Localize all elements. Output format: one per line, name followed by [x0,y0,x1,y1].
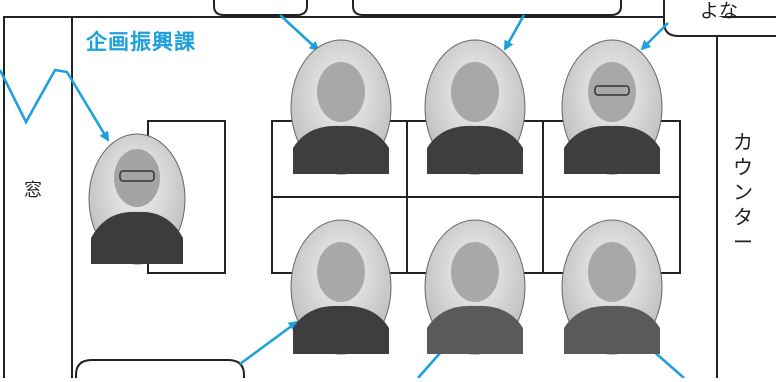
staff-photo-manager [88,133,186,265]
staff-photo-bottom-2 [424,219,526,355]
staff-photo-top-1 [290,39,392,175]
arrow-bottom-1 [239,320,299,366]
speech-bubble-top-1 [213,0,308,16]
speech-bubbles-top [213,0,776,37]
arrow-top-3 [640,22,669,51]
speech-bubble-text: よな [700,0,739,22]
counter-label: カウンター [733,130,753,254]
arrow-top-2 [503,14,526,51]
speech-bubble-top-right [663,0,776,37]
staff-photo-bottom-3 [561,219,663,355]
staff-photos [88,39,663,355]
arrow-top-1 [279,14,320,52]
window-label: 窓 [24,180,42,201]
speech-bubble-bottom [75,359,245,379]
pointer-arrows [0,14,685,379]
staff-photo-top-3 [561,39,663,175]
speech-bubble-top-2 [352,0,622,16]
section-title: 企画振興課 [86,30,196,54]
arrow-manager [0,68,110,142]
staff-photo-bottom-1 [290,219,392,355]
staff-photo-top-2 [424,39,526,175]
